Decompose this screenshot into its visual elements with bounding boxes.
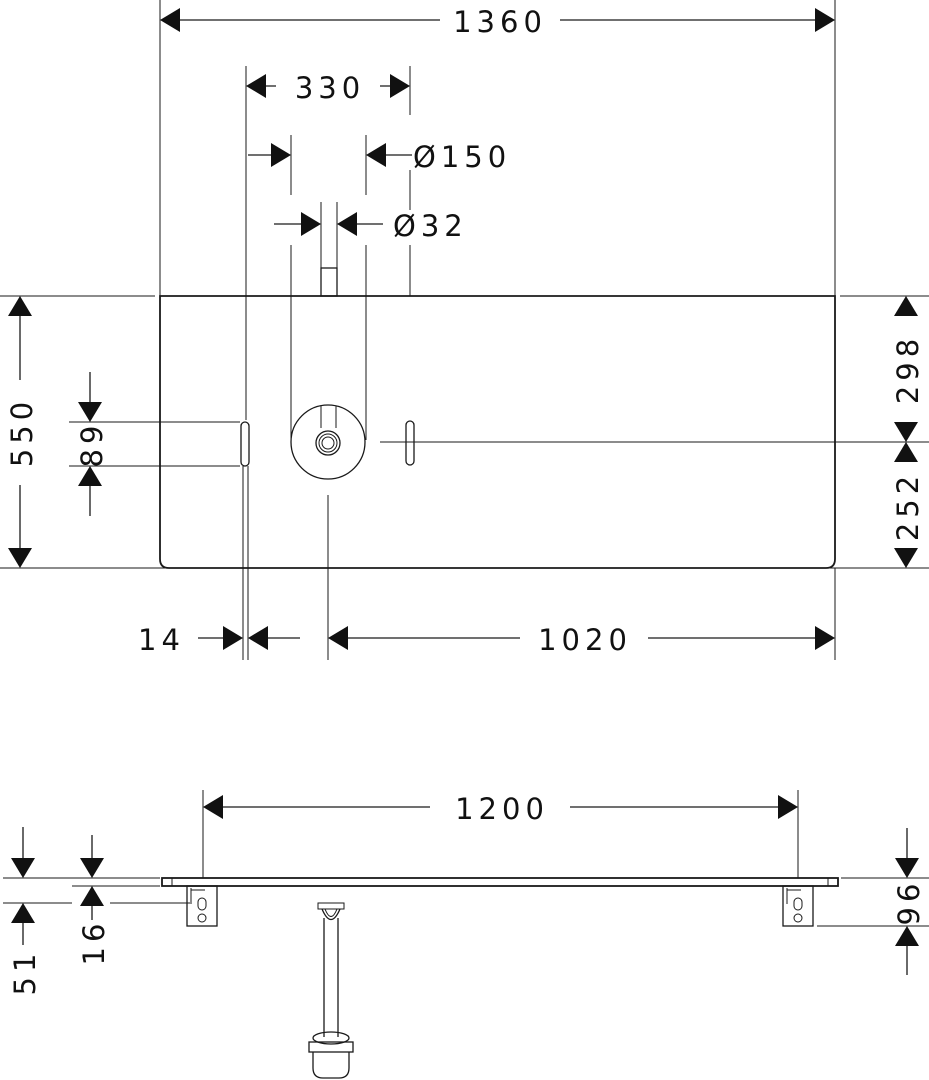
dim-label: 14 [138,623,185,657]
dim-label: 96 [892,879,926,926]
dim-label: 1020 [538,623,632,657]
drain-trap [308,902,354,1079]
dim-top-to-bracket-hole: 51 [8,827,42,995]
dim-bracket-spacing: 1200 [203,792,798,826]
dim-tap-hole-diameter: Ø32 [274,209,468,243]
dim-label: Ø32 [393,209,468,243]
countertop-slab [161,877,839,887]
side-view: 1200 51 16 96 [3,790,929,1079]
wall-bracket-left [186,885,218,927]
dim-label: 1200 [455,792,549,826]
drain-inner [321,436,335,450]
drain-outer [315,430,341,456]
dim-label: Ø150 [413,140,511,174]
countertop-outline [159,295,836,569]
dim-center-to-front: 252 [891,442,925,568]
dim-label: 89 [75,421,109,468]
dim-label: 16 [77,919,111,966]
basin-bowl [290,404,366,480]
dim-basin-width: 1020 [328,623,835,657]
top-view: 1360 330 Ø150 Ø32 [0,0,929,660]
dim-label: 51 [8,949,42,996]
dim-slab-thickness: 16 [77,835,111,965]
dim-label: 1360 [453,5,547,39]
dim-rear-to-center: 298 [891,296,925,442]
dim-overall-width: 1360 [160,5,835,39]
drain-ring [318,433,338,453]
dim-label: 330 [295,71,365,105]
dim-slot-length: 89 [75,372,109,516]
slot-right [405,420,415,466]
dim-bracket-height: 96 [892,828,926,975]
dim-slot-width: 14 [138,623,300,657]
dim-tap-to-slot: 330 [246,71,410,105]
dim-label: 550 [5,397,39,467]
dim-overall-depth: 550 [5,296,39,568]
tap-stub [320,267,338,297]
slot-left [240,421,250,467]
dim-label: 252 [891,471,925,541]
dim-label: 298 [891,334,925,404]
dim-basin-diameter: Ø150 [248,140,511,174]
wall-bracket-right [782,885,814,927]
